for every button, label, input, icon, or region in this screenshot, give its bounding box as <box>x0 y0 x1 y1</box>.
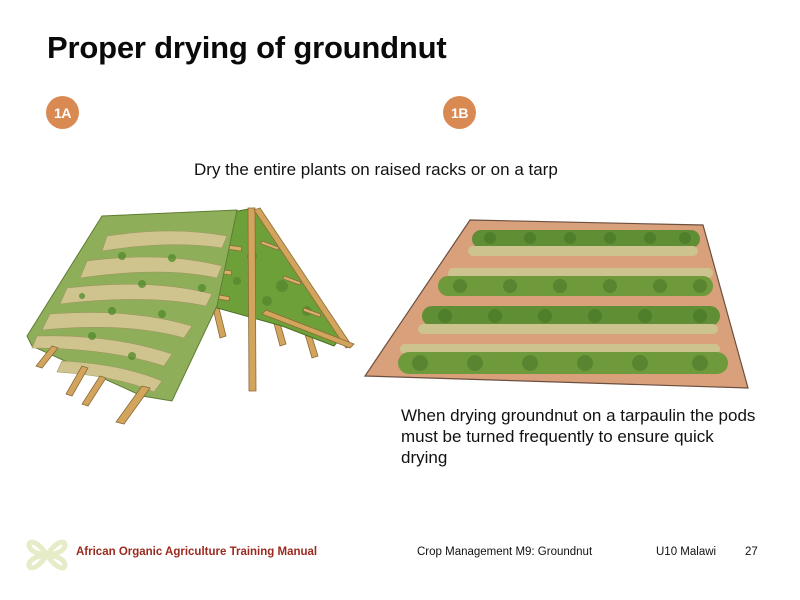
page-number: 27 <box>745 546 758 558</box>
footer-manual-title: African Organic Agriculture Training Man… <box>76 546 318 558</box>
badge-1a: 1A <box>46 96 79 129</box>
four-petal-knot-logo-icon <box>26 539 68 571</box>
badge-1b: 1B <box>443 96 476 129</box>
footer-module: Crop Management M9: Groundnut <box>417 546 593 558</box>
tarpaulin-illustration <box>363 219 749 389</box>
caption-tarpaulin-tip: When drying groundnut on a tarpaulin the… <box>401 406 756 467</box>
caption-drying-methods: Dry the entire plants on raised racks or… <box>194 160 558 179</box>
page-title: Proper drying of groundnut <box>47 30 447 65</box>
a-frame-rack-illustration <box>26 207 355 425</box>
footer-unit: U10 Malawi <box>656 546 717 558</box>
